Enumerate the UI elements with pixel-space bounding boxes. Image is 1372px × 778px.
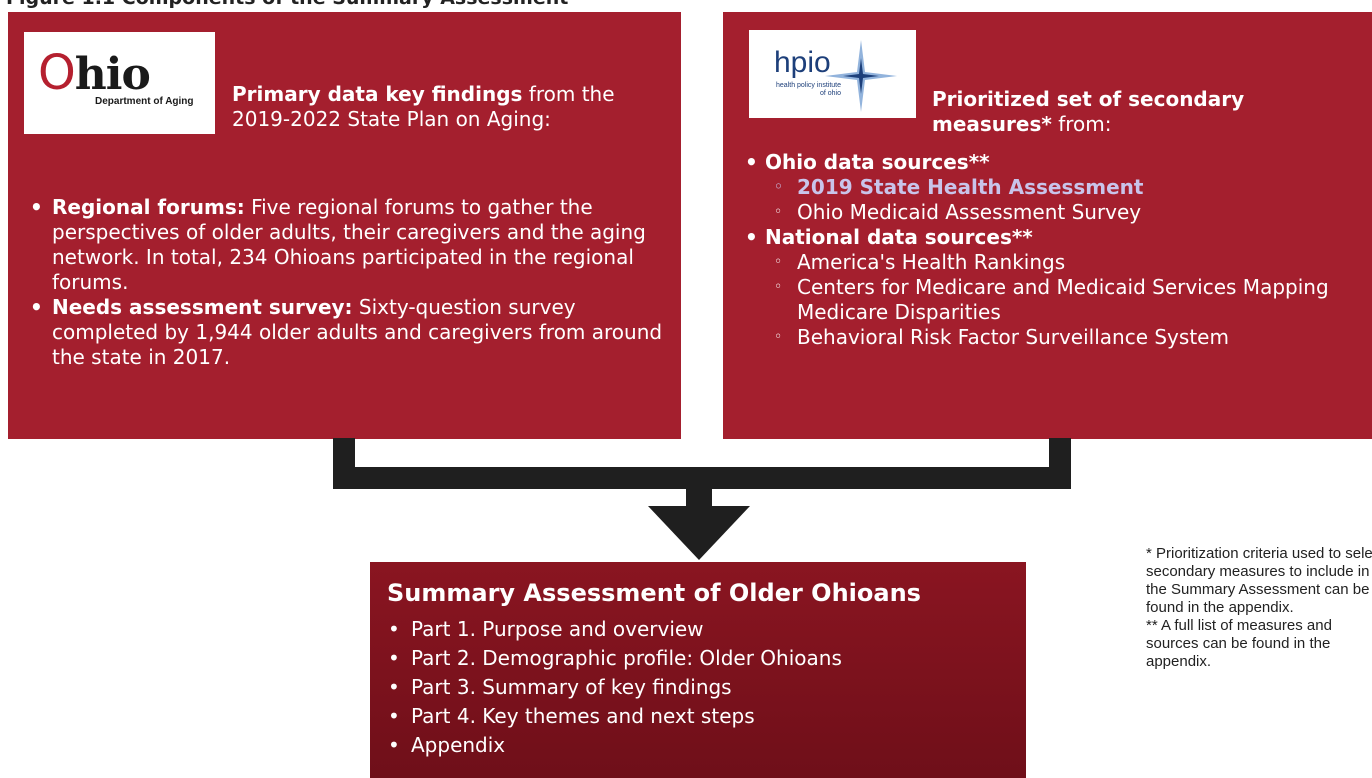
list-item: Ohio data sources** xyxy=(745,150,1372,175)
list-item: Part 2. Demographic profile: Older Ohioa… xyxy=(388,644,842,673)
list-item: National data sources** xyxy=(745,225,1372,250)
ohio-logo-word: Ohio xyxy=(38,45,151,101)
ohio-department-of-aging-logo: Ohio Department of Aging xyxy=(24,32,215,134)
compass-star-icon xyxy=(825,40,897,112)
footnote: * Prioritization criteria used to select… xyxy=(1146,545,1372,616)
secondary-measures-heading: Prioritized set of secondary measures* f… xyxy=(932,87,1245,136)
list-item: Part 1. Purpose and overview xyxy=(388,615,842,644)
primary-data-box: Ohio Department of Aging Primary data ke… xyxy=(8,12,681,439)
secondary-measures-list: Ohio data sources** 2019 State Health As… xyxy=(745,150,1372,350)
list-item: Centers for Medicare and Medicaid Servic… xyxy=(745,275,1372,325)
list-item: Part 3. Summary of key findings xyxy=(388,673,842,702)
secondary-measures-box: hpio health policy institute of ohio Pri… xyxy=(723,12,1372,439)
list-item: America's Health Rankings xyxy=(745,250,1372,275)
list-item: Appendix xyxy=(388,731,842,760)
primary-data-heading: Primary data key findings from the 2019-… xyxy=(232,82,615,131)
figure-title: Figure 1.1 Components of the Summary Ass… xyxy=(6,0,568,9)
footnotes: * Prioritization criteria used to select… xyxy=(1146,545,1372,671)
state-health-assessment-link[interactable]: 2019 State Health Assessment xyxy=(745,175,1372,200)
list-item: Part 4. Key themes and next steps xyxy=(388,702,842,731)
hpio-logo-word: hpio xyxy=(774,46,831,79)
hpio-logo: hpio health policy institute of ohio xyxy=(749,30,916,118)
down-arrow-icon xyxy=(648,506,750,560)
list-item: Ohio Medicaid Assessment Survey xyxy=(745,200,1372,225)
list-item: Behavioral Risk Factor Surveillance Syst… xyxy=(745,325,1372,350)
summary-title: Summary Assessment of Older Ohioans xyxy=(387,579,921,607)
footnote: ** A full list of measures and sources c… xyxy=(1146,617,1332,670)
primary-data-list: Regional forums: Five regional forums to… xyxy=(30,195,670,370)
hpio-logo-subtitle: health policy institute of ohio xyxy=(776,82,841,97)
summary-list: Part 1. Purpose and overview Part 2. Dem… xyxy=(388,615,842,760)
list-item: Regional forums: Five regional forums to… xyxy=(30,195,670,295)
ohio-logo-subtitle: Department of Aging xyxy=(95,96,194,107)
list-item: Needs assessment survey: Sixty-question … xyxy=(30,295,670,370)
summary-assessment-box: Summary Assessment of Older Ohioans Part… xyxy=(370,562,1026,778)
